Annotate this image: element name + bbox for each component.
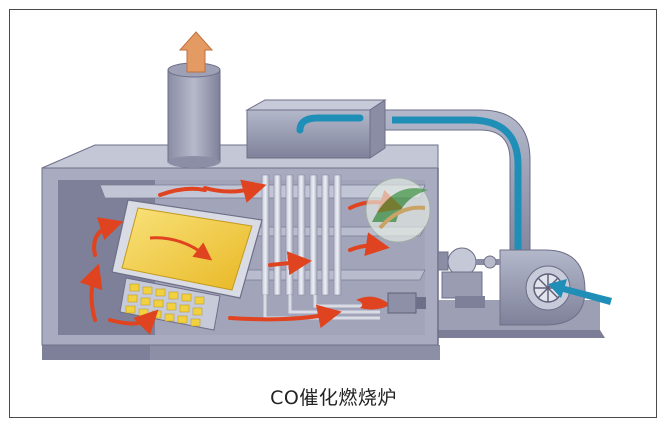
logo-watermark-icon [365,177,431,243]
exhaust-stack [167,31,221,168]
catalyst-panel [111,199,263,299]
pump-motor [437,247,500,308]
burner-flame-icon [356,296,388,310]
inlet-arrow [548,279,612,305]
burner [356,292,426,314]
figure-caption: CO催化燃烧炉 [270,387,397,409]
exhaust-arrow-icon [178,31,214,73]
blower [499,249,612,326]
